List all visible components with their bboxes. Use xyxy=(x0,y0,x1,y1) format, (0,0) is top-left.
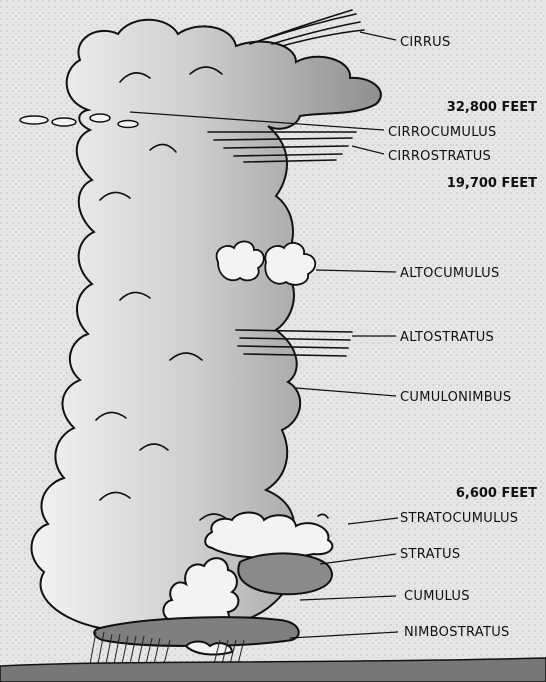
altitude-low: 6,600 FEET xyxy=(456,486,537,501)
stratus-cloud xyxy=(238,553,332,594)
label-stratus: STRATUS xyxy=(400,547,460,562)
label-altocumulus: ALTOCUMULUS xyxy=(400,266,500,281)
label-cirrostratus: CIRROSTRATUS xyxy=(388,149,491,164)
label-nimbostratus: NIMBOSTRATUS xyxy=(404,625,510,640)
label-cumulonimbus: CUMULONIMBUS xyxy=(400,390,511,405)
altitude-middle: 19,700 FEET xyxy=(447,176,537,191)
label-altostratus: ALTOSTRATUS xyxy=(400,330,494,345)
label-cirrus: CIRRUS xyxy=(400,35,451,50)
altitude-high: 32,800 FEET xyxy=(447,100,537,115)
label-cumulus: CUMULUS xyxy=(404,589,470,604)
label-stratocumulus: STRATOCUMULUS xyxy=(400,511,518,526)
label-cirrocumulus: CIRROCUMULUS xyxy=(388,125,497,140)
